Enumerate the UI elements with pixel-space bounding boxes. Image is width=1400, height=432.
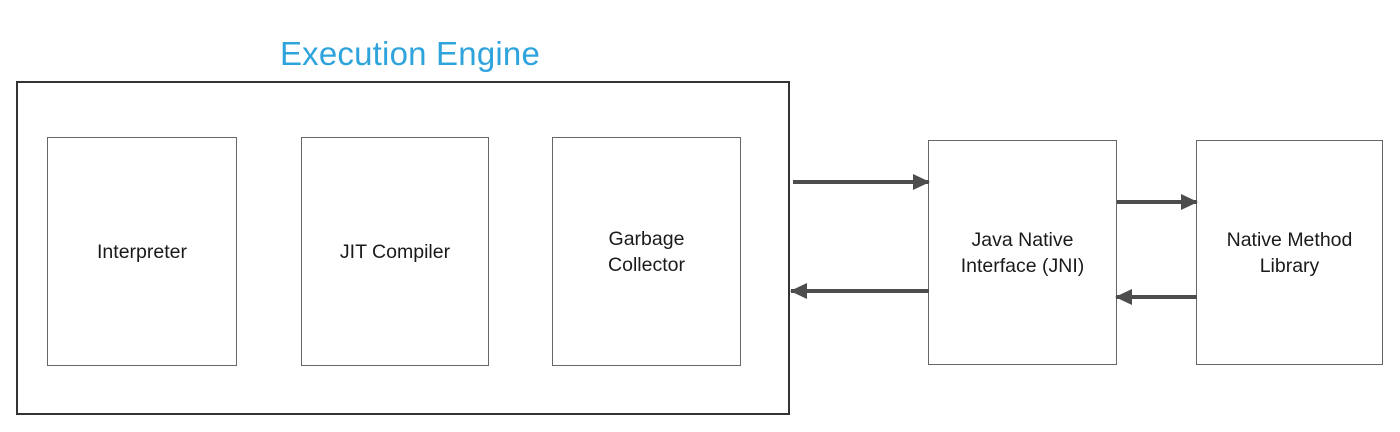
box-garbage-collector[interactable]: Garbage Collector [552,137,741,366]
box-native-method-library-label: Native Method Library [1226,228,1353,277]
box-java-native-interface[interactable]: Java Native Interface (JNI) [928,140,1117,365]
arrowhead-right-icon [913,174,930,190]
box-garbage-collector-label: Garbage Collector [608,227,685,276]
arrow-shaft [1117,200,1197,204]
box-interpreter[interactable]: Interpreter [47,137,237,366]
arrowhead-left-icon [1115,289,1132,305]
box-interpreter-label: Interpreter [97,240,187,263]
box-java-native-interface-label: Java Native Interface (JNI) [960,228,1085,277]
arrow-shaft [1116,295,1197,299]
arrowhead-right-icon [1181,194,1198,210]
arrowhead-left-icon [790,283,807,299]
arrow-shaft [791,289,929,293]
box-jit-compiler-label: JIT Compiler [339,240,451,263]
box-jit-compiler[interactable]: JIT Compiler [301,137,489,366]
page-title: Execution Engine [279,35,541,72]
box-native-method-library[interactable]: Native Method Library [1196,140,1383,365]
arrow-shaft [793,180,929,184]
